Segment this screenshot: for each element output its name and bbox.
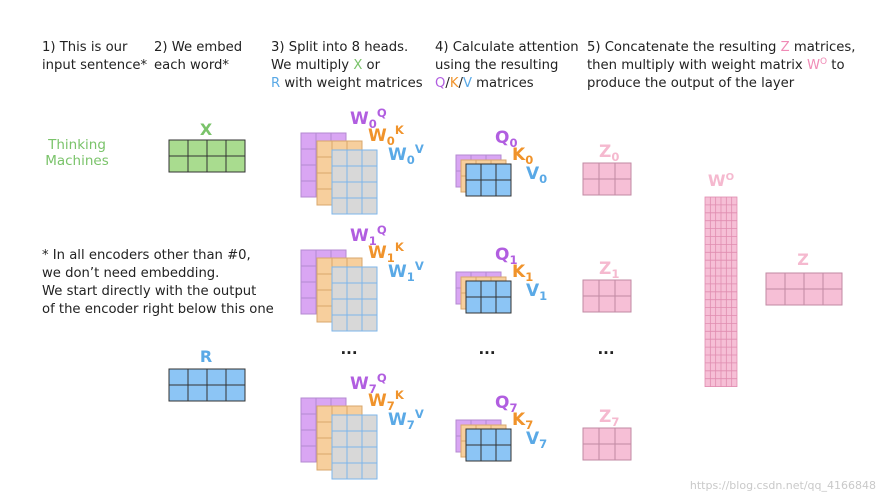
step3-r-var: R <box>271 76 280 91</box>
q-label: Q0 <box>495 128 518 150</box>
k-label: K0 <box>512 145 533 167</box>
note-line-3: We start directly with the output <box>42 284 256 299</box>
k-label: K7 <box>512 410 533 432</box>
step3-x-var: X <box>353 58 362 73</box>
wo-label: WO <box>708 171 734 190</box>
z-label: Z1 <box>599 259 619 281</box>
wo-weight-matrix <box>704 196 738 388</box>
v-matrix <box>465 428 512 462</box>
step3-title-line2: We multiply X or <box>271 58 381 73</box>
step4-title-line1: 4) Calculate attention <box>435 40 579 55</box>
ellipsis-1: ... <box>478 340 495 358</box>
wk-label: W7K <box>368 388 405 413</box>
q-label: Q7 <box>495 393 518 415</box>
wq-label: W0Q <box>350 106 387 131</box>
note-line-4: of the encoder right below this one <box>42 302 274 317</box>
v-label: V1 <box>526 281 547 303</box>
r-matrix-grid <box>168 368 246 402</box>
wv-matrix <box>331 149 378 215</box>
z-label: Z0 <box>599 142 619 164</box>
wv-matrix <box>331 414 378 480</box>
step2-title-line2: each word* <box>154 58 229 73</box>
x-embedding-matrix <box>168 139 246 173</box>
input-word-1: Thinking <box>47 137 106 153</box>
note-line-2: we don’t need embedding. <box>42 266 219 281</box>
z-output-label: Z <box>797 250 809 269</box>
wq-label: W7Q <box>350 371 387 396</box>
wk-label: W0K <box>368 123 405 148</box>
k-label: K1 <box>512 262 533 284</box>
q-label: Q1 <box>495 245 518 267</box>
watermark: https://blog.csdn.net/qq_4166848 <box>690 479 876 492</box>
wo-grid <box>704 196 738 388</box>
ellipsis-0: ... <box>340 340 357 358</box>
step2-title-line1: 2) We embed <box>154 40 242 55</box>
z-matrix <box>582 427 632 461</box>
step4-title-line3: Q/K/V matrices <box>435 76 534 91</box>
x-matrix-grid <box>168 139 246 173</box>
wq-label: W1Q <box>350 223 387 248</box>
step5-title-line3: produce the output of the layer <box>587 76 795 91</box>
z-output-matrix <box>765 272 843 306</box>
v-label: V0 <box>526 164 547 186</box>
wv-label: W0V <box>388 142 424 167</box>
v-label: V7 <box>526 429 547 451</box>
wv-label: W7V <box>388 407 424 432</box>
r-embedding-matrix <box>168 368 246 402</box>
step1-title-line1: 1) This is our <box>42 40 128 55</box>
input-word-2: Machines <box>45 153 109 169</box>
v-matrix <box>465 280 512 314</box>
z-matrix <box>582 162 632 196</box>
wv-label: W1V <box>388 259 424 284</box>
x-matrix-label: X <box>200 120 213 139</box>
z-matrix <box>582 279 632 313</box>
wk-label: W1K <box>368 240 405 265</box>
step5-title-line1: 5) Concatenate the resulting Z matrices, <box>587 40 855 55</box>
ellipsis-2: ... <box>597 340 614 358</box>
z-output-grid <box>765 272 843 306</box>
wv-matrix <box>331 266 378 332</box>
step3-title-line1: 3) Split into 8 heads. <box>271 40 408 55</box>
z-label: Z7 <box>599 407 619 429</box>
v-matrix <box>465 163 512 197</box>
step3-title-line3: R with weight matrices <box>271 76 423 91</box>
step4-title-line2: using the resulting <box>435 58 558 73</box>
r-matrix-label: R <box>200 347 212 366</box>
note-line-1: * In all encoders other than #0, <box>42 248 251 263</box>
step1-title-line2: input sentence* <box>42 58 147 73</box>
step5-title-line2: then multiply with weight matrix WO to <box>587 57 845 73</box>
